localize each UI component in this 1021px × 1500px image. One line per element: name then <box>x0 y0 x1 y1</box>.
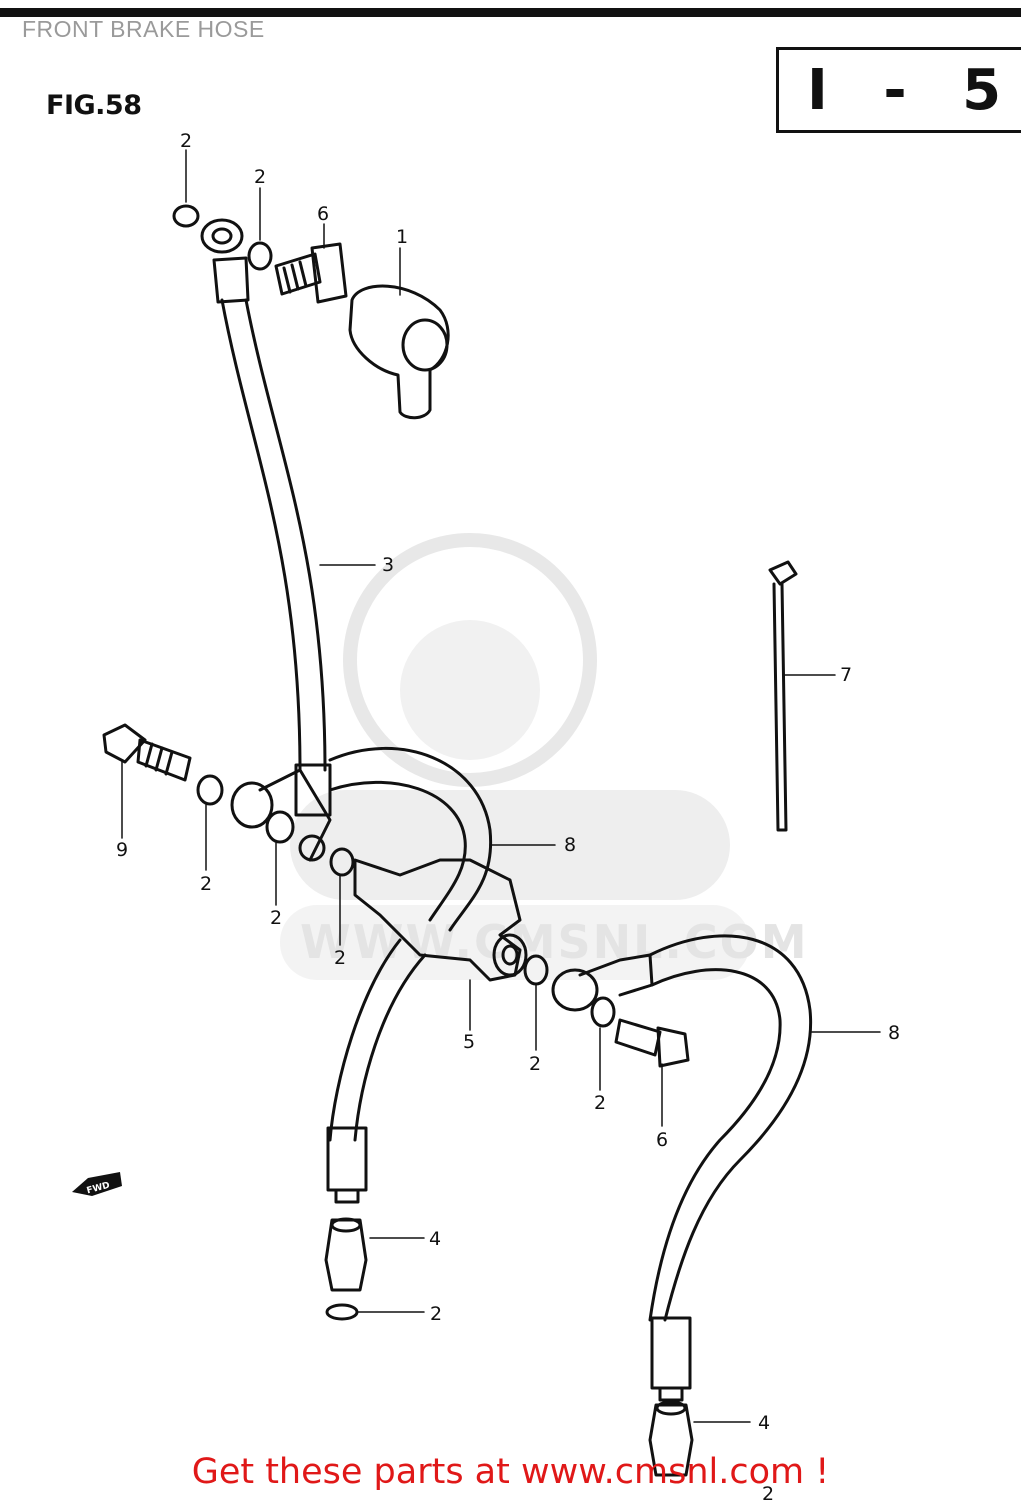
forward-arrow-icon: FWD <box>72 1172 122 1196</box>
top-rule <box>0 8 1021 17</box>
washer-right <box>590 996 616 1028</box>
washer-left-1 <box>196 774 224 806</box>
callout-2: 2 <box>594 1092 606 1114</box>
hose-end-left <box>326 1126 368 1204</box>
three-way-joint <box>353 858 528 982</box>
washer-left-2 <box>265 810 295 844</box>
callout-6: 6 <box>317 203 329 225</box>
hose-clamp <box>768 560 798 832</box>
adapter-right <box>648 1400 694 1477</box>
callout-2: 2 <box>430 1303 442 1325</box>
callout-2: 2 <box>529 1053 541 1075</box>
callout-4: 4 <box>758 1412 770 1434</box>
banjo-fitting-top <box>200 218 244 254</box>
banjo-fitting-right <box>551 953 654 1012</box>
banjo-fitting-middle <box>230 768 332 862</box>
page-title: FRONT BRAKE HOSE <box>22 16 265 42</box>
washer-joint <box>523 954 549 986</box>
callout-7: 7 <box>840 664 852 686</box>
callout-6: 6 <box>656 1129 668 1151</box>
callout-8: 8 <box>888 1022 900 1044</box>
adapter-left <box>324 1217 368 1292</box>
callout-9: 9 <box>116 839 128 861</box>
page-code: I - 5 <box>807 57 1020 123</box>
callout-2: 2 <box>334 947 346 969</box>
callout-5: 5 <box>463 1031 475 1053</box>
union-bolt-right <box>614 1018 690 1068</box>
brake-hose-right <box>648 934 813 1322</box>
washer-top-right <box>247 241 273 271</box>
washer-top-left <box>172 204 200 228</box>
callout-8: 8 <box>564 834 576 856</box>
union-bolt-left <box>102 723 192 782</box>
callout-3: 3 <box>382 554 394 576</box>
promo-link-text[interactable]: Get these parts at www.cmsnl.com ! <box>191 1452 830 1492</box>
callout-2: 2 <box>180 130 192 152</box>
washer-bottom-left <box>325 1303 359 1321</box>
master-cylinder-fitting <box>348 284 450 420</box>
callout-4: 4 <box>429 1228 441 1250</box>
callout-2: 2 <box>762 1483 774 1500</box>
washer-middle <box>329 847 355 877</box>
callout-2: 2 <box>254 166 266 188</box>
brake-hose-left <box>328 746 493 1142</box>
union-bolt-top <box>274 242 348 304</box>
callout-1: 1 <box>396 226 408 248</box>
leader-lines <box>121 149 881 1423</box>
brake-hose-upper <box>212 256 332 817</box>
callout-2: 2 <box>270 907 282 929</box>
callout-2: 2 <box>200 873 212 895</box>
figure-label: FIG.58 <box>46 90 142 121</box>
hose-end-right <box>650 1316 692 1402</box>
page-code-box: I - 5 <box>776 47 1021 133</box>
